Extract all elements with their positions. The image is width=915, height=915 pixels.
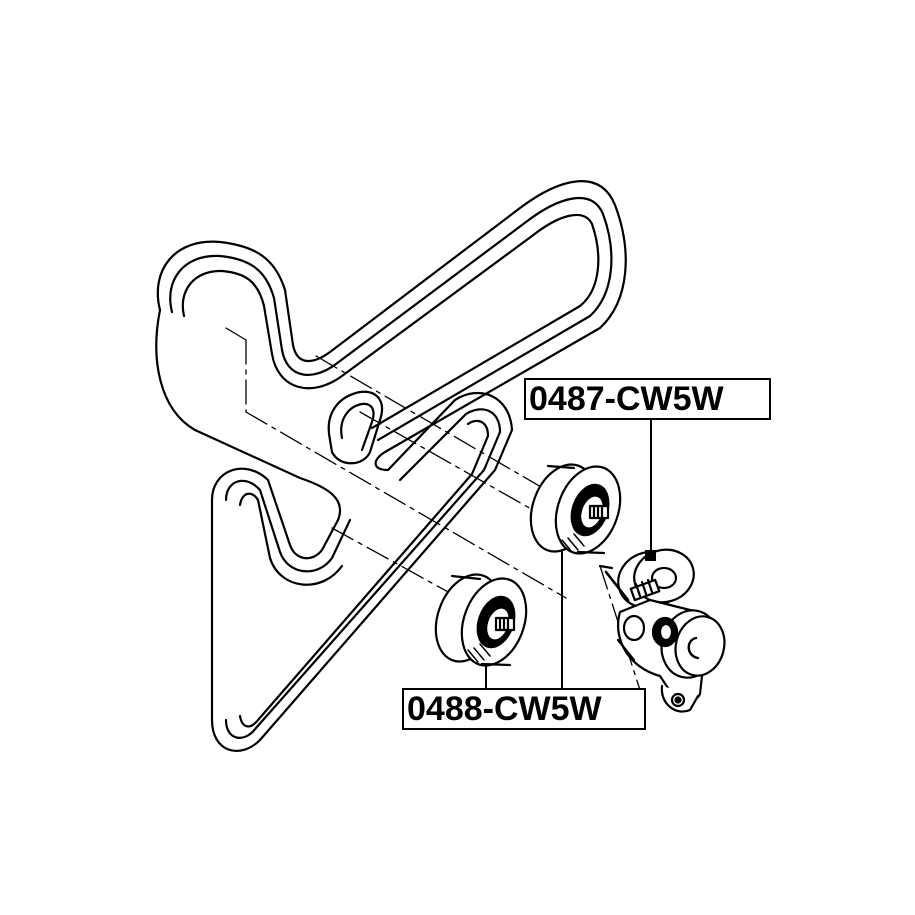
belt-inner-loop-rib bbox=[340, 402, 375, 452]
belt-rib-4 bbox=[238, 492, 344, 586]
leader-lines bbox=[485, 419, 656, 691]
belt-rib-2 bbox=[181, 214, 600, 430]
idler-pulley-upper bbox=[529, 463, 622, 555]
belt-lower-run-2 bbox=[238, 419, 490, 728]
belt-inner-loop bbox=[327, 390, 384, 465]
part-label-tensioner: 0487-CW5W bbox=[524, 378, 771, 420]
belt-rib-3 bbox=[224, 479, 352, 573]
serpentine-belt bbox=[155, 180, 627, 752]
idler-pulley-lower bbox=[434, 573, 528, 667]
belt-rib-1 bbox=[169, 197, 613, 442]
belt-lower-run-1 bbox=[224, 408, 502, 739]
belt-outer-edge bbox=[155, 180, 627, 752]
axis-centerlines bbox=[225, 327, 641, 691]
part-label-idler: 0488-CW5W bbox=[402, 688, 646, 730]
belt-tensioner bbox=[598, 548, 726, 713]
